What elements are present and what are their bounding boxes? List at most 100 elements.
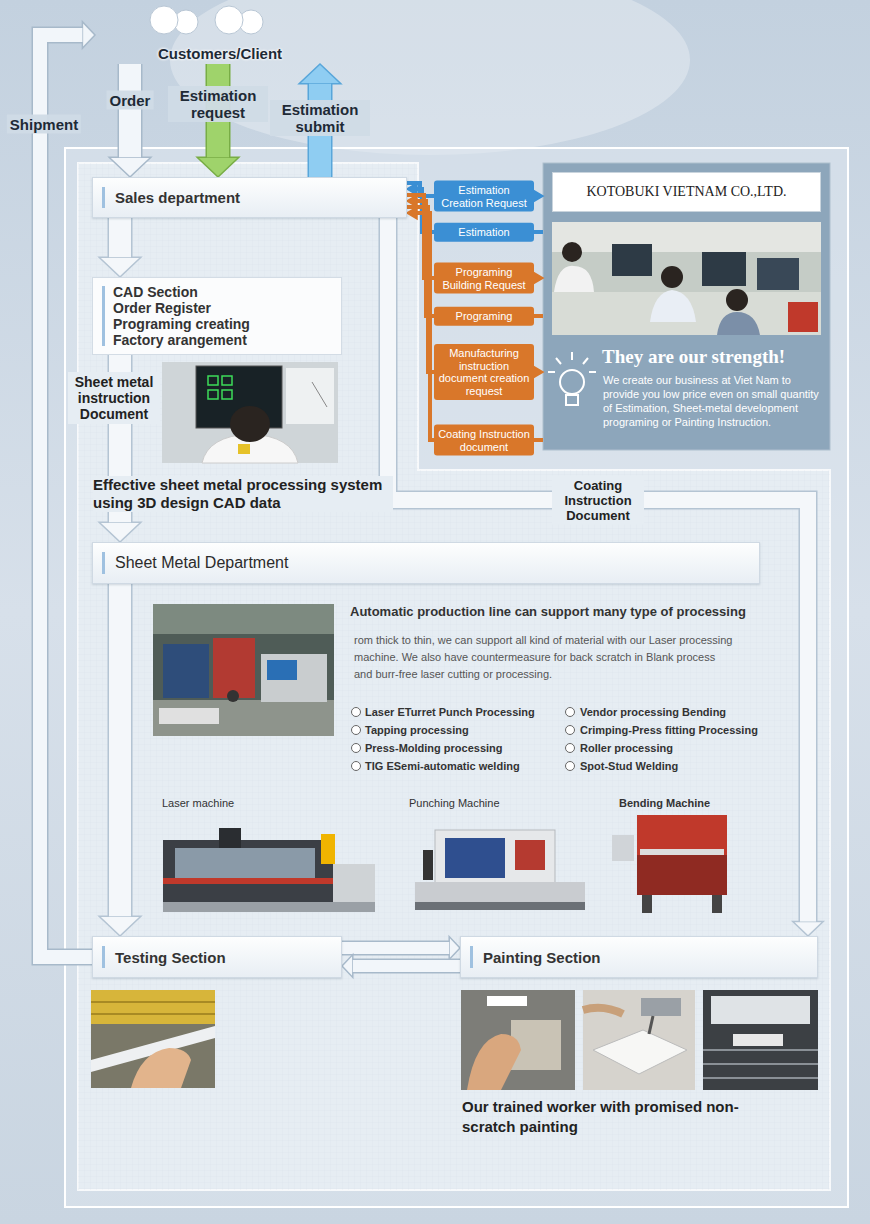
block-arrow (99, 584, 141, 936)
factory-photo-part (159, 708, 219, 724)
company-title-box: KOTOBUKI VIETNAM CO.,LTD. (552, 172, 821, 212)
company-note: We create our business at Viet Nam to pr… (603, 373, 821, 429)
client-group: Customers/Client (95, 6, 345, 64)
office-photo-part (554, 266, 594, 292)
painting-photo-part (711, 996, 810, 1024)
punching-machine-picture-part (423, 850, 433, 880)
arrow-head (342, 955, 353, 978)
machine-caption: Bending Machine (619, 797, 710, 809)
list-bullets-part (352, 708, 361, 717)
slogan: They are our strength! (602, 346, 824, 368)
task-item: Order Register (113, 300, 331, 316)
reply-arrow (407, 207, 543, 440)
process-item: Spot-Stud Welding (580, 758, 678, 774)
arrow-head (793, 922, 823, 936)
machine-caption: Punching Machine (409, 797, 500, 809)
painting-photo-part (583, 990, 695, 1090)
edge-label: Shipment (7, 115, 81, 134)
factory-photo-part (227, 690, 239, 702)
cad-photo-part (286, 368, 334, 424)
arrow-head (533, 190, 543, 202)
lightbulb-icon (548, 352, 596, 405)
list-bullets-part (352, 744, 361, 753)
painting-photo (703, 990, 818, 1090)
punching-machine-picture-part (445, 838, 505, 878)
cad-photo-part (222, 390, 232, 399)
cad-photo (162, 362, 338, 463)
office-photo (552, 222, 821, 335)
header-title: Painting Section (483, 949, 601, 966)
edge-label: Estimation request (168, 86, 268, 122)
feature-note: Our trained worker with promised non-scr… (462, 1097, 762, 1137)
painting-photo-part (461, 990, 575, 1090)
factory-photo-part (267, 660, 297, 680)
arrow-body (417, 201, 543, 316)
factory-photo-part (261, 654, 327, 702)
section-header: Painting Section (460, 936, 818, 978)
process-item: Press-Molding processing (365, 740, 503, 756)
feature-note: Effective sheet metal processing system … (93, 476, 393, 512)
section-header: Testing Section (92, 936, 342, 978)
arrow-head (109, 157, 151, 177)
light-glow (170, 0, 690, 155)
painting-photo-part (487, 996, 527, 1006)
client-icon-part (215, 6, 243, 34)
arrow-head (449, 937, 460, 960)
factory-photo-part (153, 604, 334, 736)
bending-machine-picture-part (637, 815, 727, 855)
section-body: rom thick to thin, we can support all ki… (354, 632, 734, 683)
task-item: CAD Section (113, 284, 331, 300)
testing-photo-part (91, 990, 215, 1088)
arrow-head (99, 916, 141, 936)
arrow-head (299, 64, 341, 84)
arrow-body (417, 213, 543, 440)
panel-grid (78, 163, 830, 1190)
list-bullets-part (352, 762, 361, 771)
machine-caption: Laser machine (162, 797, 234, 809)
cad-photo-part (312, 382, 327, 407)
cad-photo-part (238, 444, 250, 454)
arrow-head (407, 207, 417, 219)
edge-label: Coating Instruction Document (552, 476, 644, 525)
factory-photo-part (153, 604, 334, 634)
outer-frame (65, 148, 848, 1207)
process-item: Roller processing (580, 740, 673, 756)
block-arrow (342, 937, 460, 960)
edge-label: Programing Building Request (434, 263, 534, 294)
arrow-body (342, 942, 449, 954)
painting-photo-part (649, 1016, 653, 1034)
arrow-outline (342, 941, 449, 956)
process-item: Vendor processing Bending (580, 704, 726, 720)
arrow-outline (108, 218, 133, 257)
testing-photo-part (91, 990, 215, 1024)
painting-photo-part (641, 998, 681, 1016)
header-title: Testing Section (115, 949, 226, 966)
list-bullets-part (566, 762, 575, 771)
process-item: TIG ESemi-automatic welding (365, 758, 520, 774)
testing-photo (91, 990, 215, 1088)
testing-photo-part (91, 1002, 215, 1014)
punching-machine-picture-part (515, 840, 545, 870)
company-panel: They are our strength! We create our busi… (543, 163, 830, 450)
department-header: Sheet Metal Department (92, 542, 760, 584)
department-header: Sales department (92, 177, 407, 218)
office-photo-part (717, 312, 760, 335)
section-heading: Automatic production line can support ma… (350, 604, 746, 619)
block-arrow (40, 22, 95, 957)
laser-machine-picture-part (163, 840, 333, 902)
laser-machine-picture-part (163, 878, 333, 884)
process-item: Laser ETurret Punch Processing (365, 704, 535, 720)
lightbulb-icon-part (566, 395, 578, 405)
arrow-outline (118, 64, 143, 157)
edge-label: Estimation submit (270, 100, 370, 136)
punching-machine-picture (415, 830, 585, 910)
bending-machine-picture-part (712, 895, 722, 913)
header-title: Sales department (115, 189, 240, 206)
laser-machine-picture-part (175, 848, 315, 878)
arrow-body (119, 64, 141, 157)
arrow-body (40, 35, 92, 957)
block-arrow (342, 955, 460, 978)
painting-photo-part (593, 1030, 687, 1074)
